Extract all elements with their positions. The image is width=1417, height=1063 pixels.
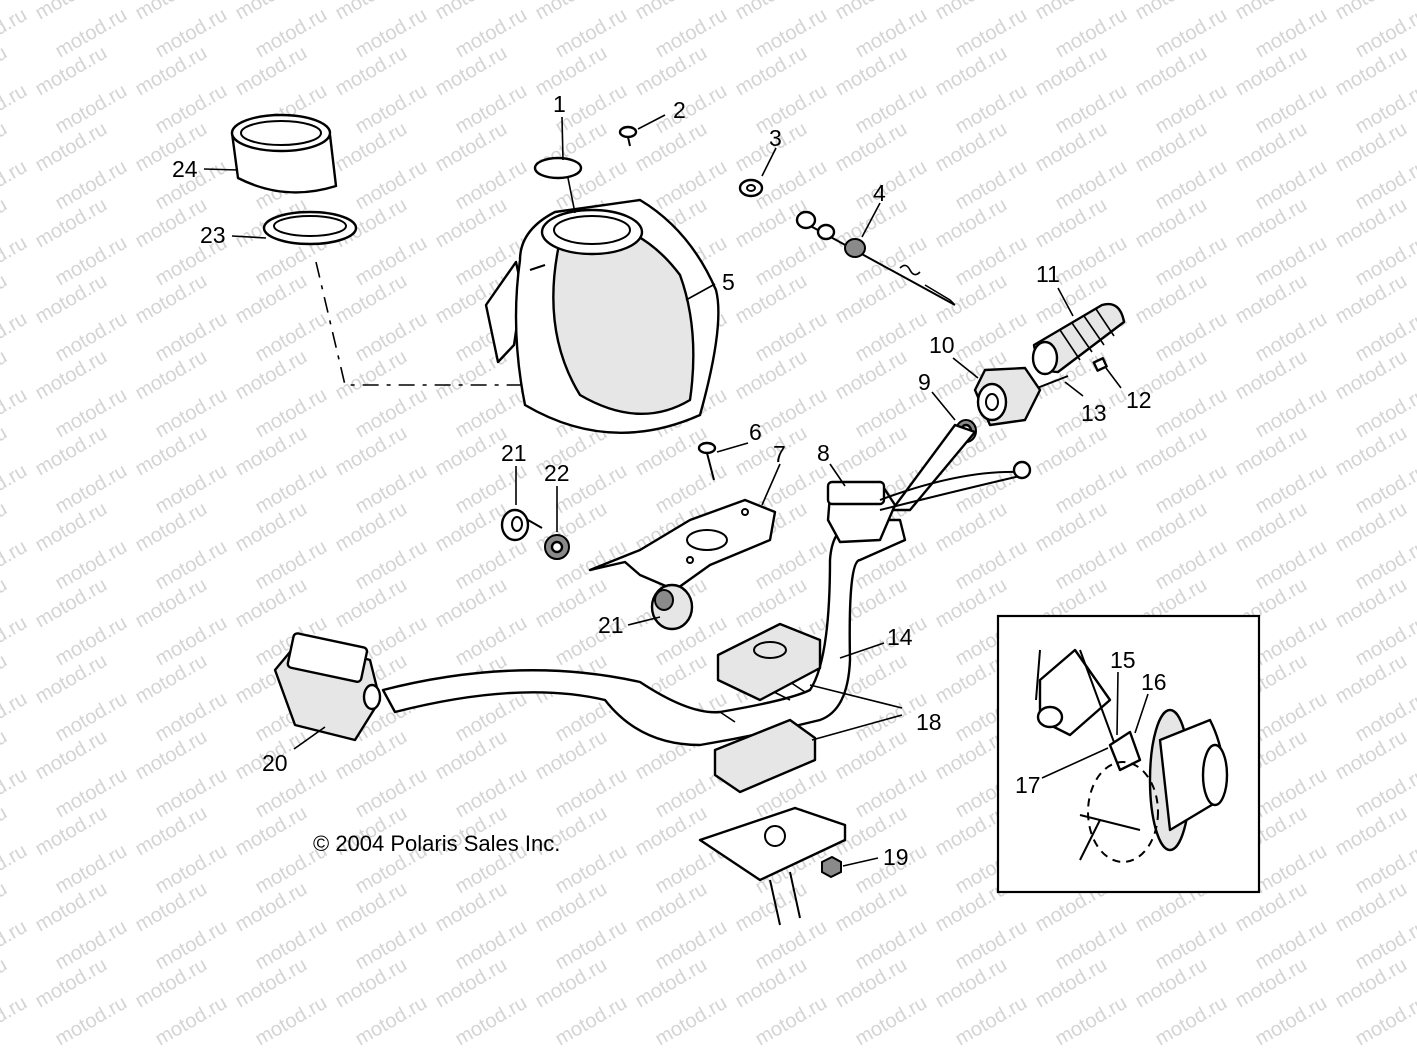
watermark-text: motod.ru: [552, 992, 631, 1051]
callout-19: 19: [883, 844, 909, 870]
part-7-bracket: [588, 498, 777, 592]
callout-7: 7: [773, 441, 786, 467]
part-1-gasket: [533, 156, 583, 180]
watermark-text: motod.ru: [1152, 992, 1231, 1051]
callout-1: 1: [553, 91, 566, 117]
callout-17: 17: [1015, 772, 1041, 798]
part-11-grip: [1031, 302, 1126, 376]
part-4-switch-assy: [795, 210, 956, 306]
callout-21-lower: 21: [598, 612, 624, 638]
part-22-nut: [544, 534, 570, 560]
callout-12: 12: [1126, 387, 1152, 413]
callout-22: 22: [544, 460, 570, 486]
part-12-plug: [1092, 357, 1108, 372]
watermark-text: motod.ru: [952, 992, 1031, 1051]
watermark-text: motod.ru: [352, 992, 431, 1051]
leader-lines: [203, 114, 1149, 867]
watermark-text: motod.ru: [1252, 992, 1331, 1051]
part-21-switch-lower: [650, 583, 694, 631]
callout-5: 5: [722, 269, 735, 295]
callout-20: 20: [262, 750, 288, 776]
callout-4: 4: [873, 180, 886, 206]
callout-14: 14: [887, 624, 913, 650]
callout-10: 10: [929, 332, 955, 358]
callout-24: 24: [172, 156, 198, 182]
part-20-control-housing: [273, 632, 382, 742]
callout-16: 16: [1141, 669, 1167, 695]
watermark-text: motod.ru: [452, 992, 531, 1051]
inset-detail: [996, 614, 1261, 894]
watermark-text: motod.ru: [152, 992, 231, 1051]
part-8-master-cylinder: [826, 460, 1032, 544]
watermark-text: motod.ru: [52, 992, 131, 1051]
watermark-text: motod.ru: [1052, 992, 1131, 1051]
callout-3: 3: [769, 125, 782, 151]
part-3-nut: [738, 178, 764, 198]
copyright-text: © 2004 Polaris Sales Inc.: [313, 831, 560, 856]
part-6-bolt: [697, 441, 717, 481]
part-21-switch-upper: [500, 508, 543, 542]
callout-21-upper: 21: [501, 440, 527, 466]
callout-15: 15: [1110, 647, 1136, 673]
part-23-ring: [262, 210, 358, 246]
watermark-text: motod.ru: [852, 992, 931, 1051]
part-10-throttle-housing: [973, 366, 1042, 427]
part-5-housing: [484, 198, 720, 434]
part-19-mount-plate: [698, 806, 847, 926]
callout-18: 18: [916, 709, 942, 735]
callout-23: 23: [200, 222, 226, 248]
callout-11: 11: [1036, 261, 1060, 287]
part-2-screw: [618, 125, 638, 147]
callout-13: 13: [1081, 400, 1107, 426]
watermark-text: motod.ru: [752, 992, 831, 1051]
part-24-pad-sleeve: [230, 113, 338, 194]
dash-line-23: [315, 261, 525, 386]
watermark-text: motod.ru: [0, 992, 31, 1051]
callout-8: 8: [817, 440, 830, 466]
part-18-clamp-upper: [716, 622, 822, 702]
callout-2: 2: [673, 97, 686, 123]
part-18-clamp-lower: [713, 718, 817, 794]
callout-6: 6: [749, 419, 762, 445]
watermark-text: motod.ru: [652, 992, 731, 1051]
watermark-text: motod.ru: [252, 992, 331, 1051]
callout-labels: 1 2 3 4 5 6 7 8 9 10 11 12 13 14 15 16 1…: [172, 91, 1167, 870]
callout-9: 9: [918, 369, 931, 395]
